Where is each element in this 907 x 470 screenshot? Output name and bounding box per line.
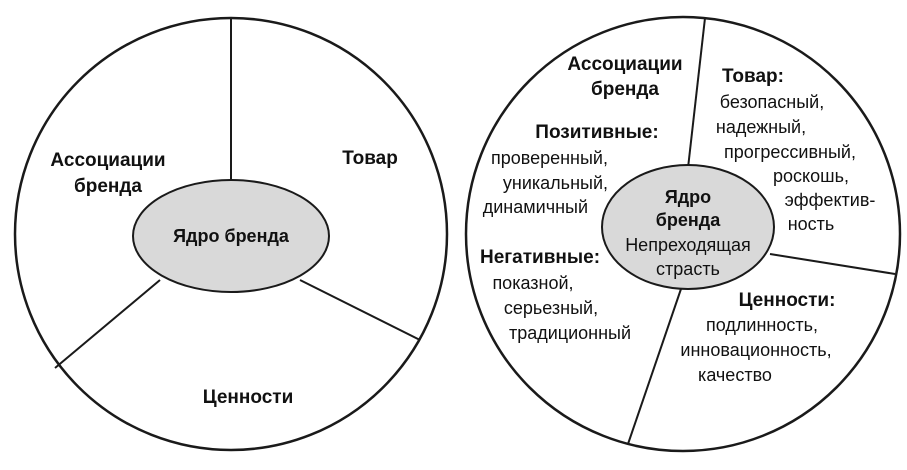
right-divider-top — [687, 17, 706, 169]
negative-item-3: традиционный — [509, 323, 631, 343]
left-product-label: Товар — [342, 148, 398, 169]
left-values-label: Ценности — [203, 387, 294, 408]
left-core-ellipse — [132, 179, 330, 293]
product-item-4: роскошь, — [773, 166, 849, 186]
values-header: Ценности: — [739, 290, 836, 311]
values-item-1: подлинность, — [706, 315, 818, 335]
right-core-item-1: Непреходящая — [625, 235, 751, 255]
right-core-title-line1: Ядро — [665, 187, 711, 207]
left-divider-lower-right — [299, 279, 421, 341]
negative-header: Негативные: — [480, 247, 600, 268]
product-item-6: ность — [788, 214, 835, 234]
left-diagram: Ассоциации бренда Товар Ценности Ядро бр… — [13, 16, 449, 452]
product-item-2: надежный, — [716, 117, 806, 137]
left-divider-lower-left — [54, 279, 161, 369]
right-divider-right — [769, 253, 896, 275]
negative-item-2: серьезный, — [504, 298, 598, 318]
right-core-ellipse — [601, 164, 775, 290]
positive-item-3: динамичный — [483, 197, 588, 217]
right-core-title-line2: бренда — [656, 210, 721, 230]
right-diagram: Ассоциации бренда Позитивные: проверенны… — [464, 15, 902, 453]
positive-item-2: уникальный, — [503, 173, 608, 193]
right-core-item-2: страсть — [656, 259, 720, 279]
right-associations-header-line1: Ассоциации — [567, 54, 682, 75]
positive-header: Позитивные: — [535, 122, 658, 143]
positive-item-1: проверенный, — [491, 148, 608, 168]
left-associations-label-line1: Ассоциации — [50, 150, 165, 171]
product-item-5: эффектив- — [785, 190, 876, 210]
product-item-3: прогрессивный, — [724, 142, 856, 162]
values-item-2: инновационность, — [680, 340, 831, 360]
values-item-3: качество — [698, 365, 772, 385]
left-core-label: Ядро бренда — [173, 226, 290, 246]
product-item-1: безопасный, — [720, 92, 824, 112]
right-divider-bottom — [627, 285, 683, 445]
right-associations-header-line2: бренда — [591, 79, 659, 100]
negative-item-1: показной, — [492, 273, 573, 293]
left-associations-label-line2: бренда — [74, 176, 142, 197]
product-header: Товар: — [722, 66, 784, 87]
